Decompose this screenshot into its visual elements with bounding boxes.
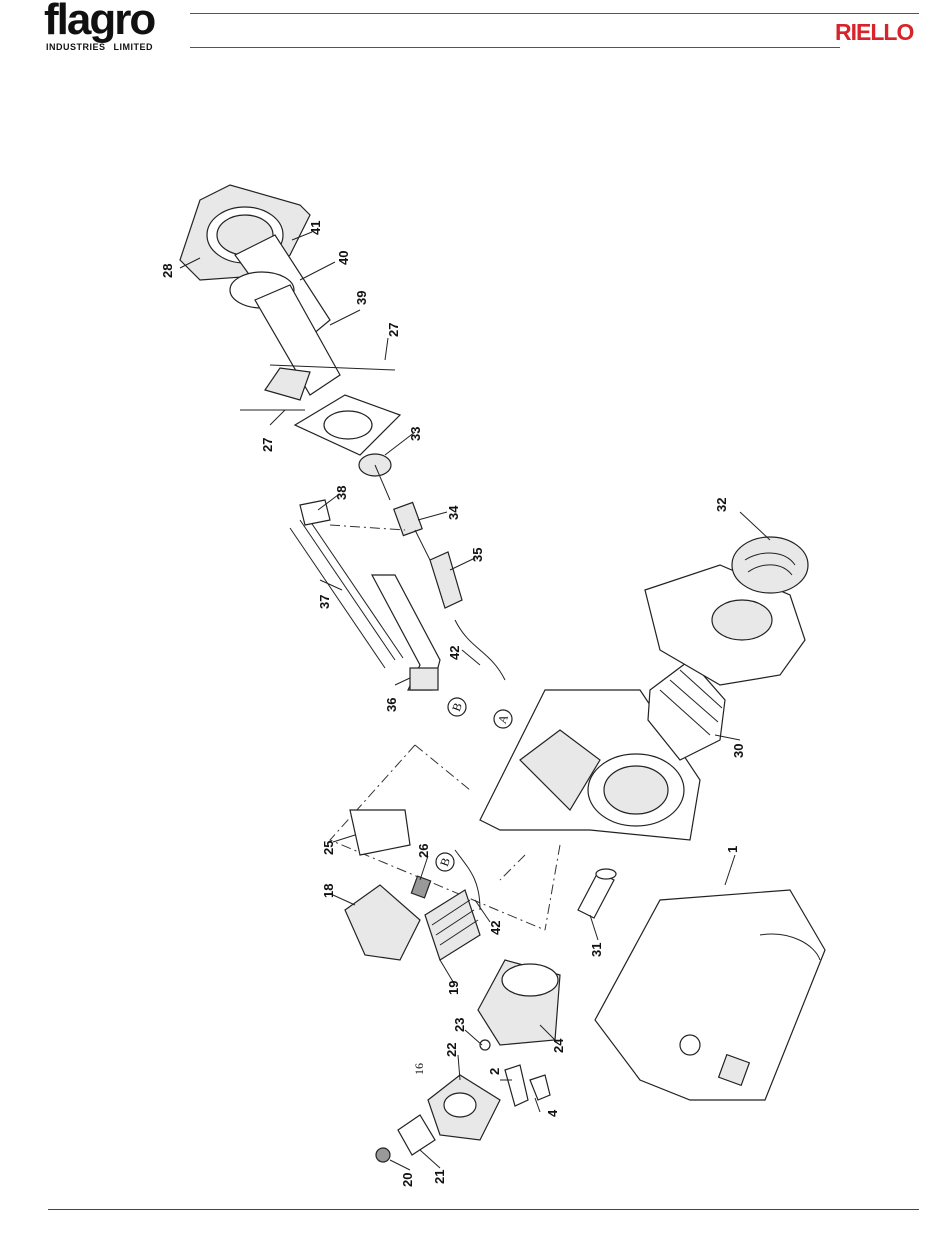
callout-33: 33 <box>408 427 423 441</box>
callout-41: 41 <box>308 221 323 235</box>
photocell-part <box>430 552 505 680</box>
page-number: 16 <box>412 1063 426 1075</box>
callout-31: 31 <box>589 943 604 957</box>
control-box-part <box>345 810 431 960</box>
capacitor-part <box>578 869 616 918</box>
callout-2: 2 <box>487 1068 502 1075</box>
pump-part <box>428 1075 500 1140</box>
callout-20: 20 <box>400 1173 415 1187</box>
callout-18: 18 <box>321 884 336 898</box>
footer-rule <box>48 1209 919 1210</box>
callout-34: 34 <box>446 505 461 520</box>
callout-39: 39 <box>354 291 369 305</box>
callout-28: 28 <box>160 264 175 278</box>
callout-42-upper: 42 <box>447 646 462 660</box>
callout-19: 19 <box>446 981 461 995</box>
callout-37: 37 <box>317 595 332 609</box>
cover-part <box>595 890 825 1100</box>
callout-27-top: 27 <box>386 323 401 337</box>
callout-30: 30 <box>731 744 746 758</box>
callout-35: 35 <box>470 548 485 562</box>
callout-38: 38 <box>334 486 349 500</box>
callout-4: 4 <box>545 1109 560 1117</box>
callout-23: 23 <box>452 1018 467 1032</box>
callout-21: 21 <box>432 1170 447 1184</box>
callout-27-left: 27 <box>260 438 275 452</box>
terminal-block-part <box>425 890 480 960</box>
callout-22: 22 <box>444 1043 459 1057</box>
callout-32: 32 <box>714 498 729 512</box>
air-grille-part <box>732 537 808 593</box>
callout-40: 40 <box>336 251 351 265</box>
bracket-part <box>372 575 440 690</box>
callout-1: 1 <box>725 846 740 853</box>
callout-26: 26 <box>416 844 431 858</box>
callout-24: 24 <box>551 1038 566 1053</box>
callout-42-lower: 42 <box>488 921 503 935</box>
diffuser-disc-part <box>359 454 391 500</box>
callout-36: 36 <box>384 698 399 712</box>
callout-25: 25 <box>321 841 336 855</box>
